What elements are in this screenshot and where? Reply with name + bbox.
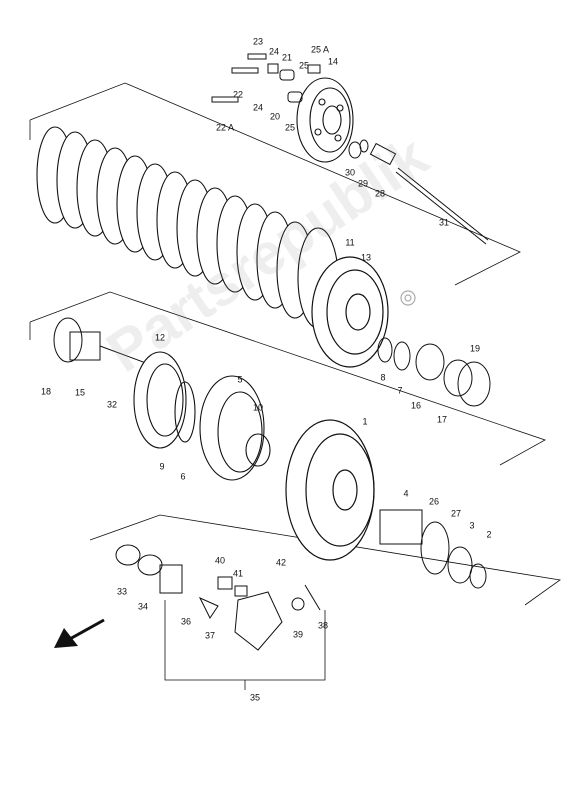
part-label-37: 37 [204, 630, 216, 641]
part-label-20: 20 [269, 111, 281, 122]
part-label-10: 10 [252, 402, 264, 413]
part-label-22a: 22 A [215, 122, 235, 133]
part-label-16: 16 [410, 400, 422, 411]
pressure-plate [296, 77, 354, 163]
part-label-27: 27 [450, 508, 462, 519]
part-label-42: 42 [275, 557, 287, 568]
frame-hub [29, 291, 546, 466]
frame-plates [29, 82, 521, 286]
part-label-30: 30 [344, 167, 356, 178]
part-label-9: 9 [159, 461, 165, 472]
gear-spacer-4-26-27 [379, 509, 487, 589]
part-label-29: 29 [357, 178, 369, 189]
part-label-24b: 24 [252, 102, 264, 113]
frame-gear [89, 514, 562, 606]
sleeve-hub-13 [311, 256, 389, 368]
springs [211, 53, 321, 103]
part-label-38: 38 [317, 620, 329, 631]
part-label-26: 26 [428, 496, 440, 507]
part-label-3: 3 [469, 520, 475, 531]
part-label-39: 39 [292, 629, 304, 640]
part-label-25a: 25 A [310, 44, 330, 55]
oil-pump-parts [115, 544, 321, 651]
clutch-plate-stack [36, 126, 339, 329]
part-label-24: 24 [268, 46, 280, 57]
part-label-21: 21 [281, 52, 293, 63]
small-parts-7-8-16-17-19 [377, 337, 491, 407]
arrow-down-left-icon [54, 618, 105, 648]
part-label-35: 35 [249, 692, 261, 703]
part-label-23: 23 [252, 36, 264, 47]
part-label-25b: 25 [284, 122, 296, 133]
part-label-33: 33 [116, 586, 128, 597]
clutch-hub-5 [199, 375, 271, 481]
part-label-19: 19 [469, 343, 481, 354]
part-label-34: 34 [137, 601, 149, 612]
part-label-8: 8 [380, 372, 386, 383]
part-label-14: 14 [327, 56, 339, 67]
part-label-36: 36 [180, 616, 192, 627]
part-label-40: 40 [214, 555, 226, 566]
part-label-25: 25 [298, 60, 310, 71]
part-label-28: 28 [374, 188, 386, 199]
part-label-7: 7 [397, 385, 403, 396]
part-label-1: 1 [362, 416, 368, 427]
push-rod-31 [348, 139, 489, 245]
part-label-41: 41 [232, 568, 244, 579]
part-label-11: 11 [345, 237, 355, 248]
part-label-13: 13 [360, 252, 372, 263]
part-label-32: 32 [106, 399, 118, 410]
gear-icon [400, 290, 416, 306]
part-label-2: 2 [486, 529, 492, 540]
part-label-6: 6 [180, 471, 186, 482]
primary-driven-gear-1 [285, 419, 375, 561]
part-label-15: 15 [74, 387, 86, 398]
part-label-22: 22 [232, 89, 244, 100]
part-label-4: 4 [403, 488, 409, 499]
part-label-5: 5 [237, 374, 243, 385]
part-label-18: 18 [40, 386, 52, 397]
part-label-17: 17 [436, 414, 448, 425]
clutch-hub-9 [133, 351, 196, 449]
part-label-12: 12 [154, 332, 166, 343]
part-label-31: 31 [438, 217, 450, 228]
